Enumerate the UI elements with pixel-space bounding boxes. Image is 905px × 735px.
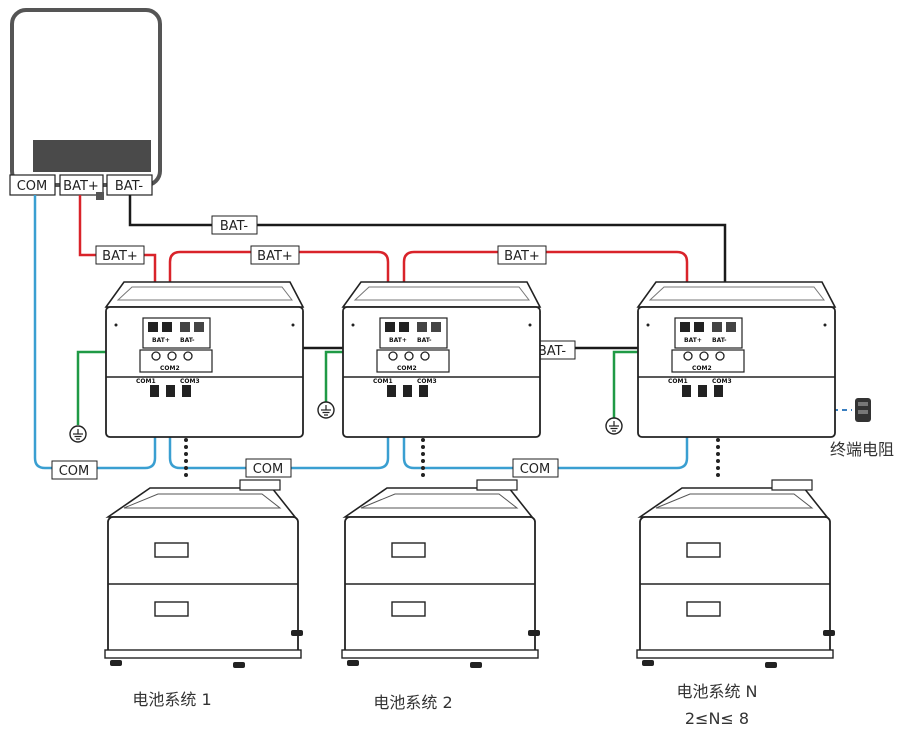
com2-port-label: COM2 [692, 365, 712, 372]
ground-icon [69, 425, 87, 443]
com-rj45-connector [150, 385, 159, 397]
com3-port-label: COM3 [417, 378, 437, 385]
com1-port-label: COM1 [373, 378, 393, 385]
bat-neg-wire-main [128, 195, 727, 330]
com-rj45-connector [714, 385, 723, 397]
terminator-resistor: 终端电阻 [830, 398, 894, 459]
com-round-connector [388, 351, 398, 361]
bat-pos-label-inverter: BAT+ [102, 249, 138, 264]
com3-port-label: COM3 [712, 378, 732, 385]
bat-neg-port-label: BAT- [180, 337, 195, 344]
battery-foot [110, 660, 122, 666]
com-round-connector [151, 351, 161, 361]
battery-foot [823, 630, 835, 636]
com2-port-label: COM2 [397, 365, 417, 372]
battery-handle [154, 542, 189, 558]
bat-pos-port-label: BAT+ [389, 337, 407, 344]
com-round-connector [683, 351, 693, 361]
dc-connector [726, 322, 736, 332]
inverter-com-port [9, 174, 56, 196]
bat-pos-port-label: BAT+ [684, 337, 702, 344]
com-rj45-connector [419, 385, 428, 397]
com-round-connector [699, 351, 709, 361]
dc-connector [680, 322, 690, 332]
com-round-connector [404, 351, 414, 361]
battery-foot [642, 660, 654, 666]
battery-module-stack [344, 516, 536, 658]
com-label-1-2: COM [253, 462, 284, 477]
system-1-caption: 电池系统 1 [132, 690, 211, 709]
battery-module-stack [107, 516, 299, 658]
terminator-label: 终端电阻 [830, 440, 894, 459]
dc-connector [417, 322, 427, 332]
com1-port-label: COM1 [136, 378, 156, 385]
dc-connector [431, 322, 441, 332]
inverter: COM BAT+ BAT- [9, 8, 162, 200]
com-rj45-connector [682, 385, 691, 397]
com-rj45-connector [403, 385, 412, 397]
bat-pos-label-1-2: BAT+ [257, 249, 293, 264]
battery-foot [233, 662, 245, 668]
dc-connector [162, 322, 172, 332]
com-rj45-connector [387, 385, 396, 397]
captions: 电池系统 1 电池系统 2 电池系统 N 2≤N≤ 8 [132, 682, 757, 728]
dc-connector [180, 322, 190, 332]
com-rj45-connector [166, 385, 175, 397]
bat-pos-label-2-n: BAT+ [504, 249, 540, 264]
dc-connector [385, 322, 395, 332]
bat-neg-port-label: BAT- [712, 337, 727, 344]
dc-connector [148, 322, 158, 332]
com-rj45-connector [698, 385, 707, 397]
battery-handle [154, 601, 189, 617]
ground-icon [317, 401, 335, 419]
com-label-inverter: COM [59, 464, 90, 479]
dc-connector [399, 322, 409, 332]
battery-handle [391, 542, 426, 558]
com-rj45-connector [182, 385, 191, 397]
com1-port-label: COM1 [668, 378, 688, 385]
inverter-bat-pos-port [59, 174, 104, 196]
inverter-com-label: COM [17, 179, 48, 194]
com-round-connector [183, 351, 193, 361]
com-round-connector [420, 351, 430, 361]
system-n-range: 2≤N≤ 8 [685, 709, 749, 728]
battery-handle [686, 542, 721, 558]
com-round-connector [715, 351, 725, 361]
com3-port-label: COM3 [180, 378, 200, 385]
battery-foot [470, 662, 482, 668]
system-n-caption: 电池系统 N [676, 682, 757, 701]
battery-foot [528, 630, 540, 636]
battery-foot [765, 662, 777, 668]
battery-foot [291, 630, 303, 636]
inverter-bat-neg-label: BAT- [115, 179, 144, 194]
bat-neg-label-2-n: BAT- [538, 344, 567, 359]
com-label-2-n: COM [520, 462, 551, 477]
dc-connector [194, 322, 204, 332]
battery-module-stack [639, 516, 831, 658]
bat-neg-label-top: BAT- [220, 219, 249, 234]
system-2-caption: 电池系统 2 [373, 693, 452, 712]
dc-connector [712, 322, 722, 332]
bat-pos-port-label: BAT+ [152, 337, 170, 344]
bat-neg-port-label: BAT- [417, 337, 432, 344]
com-round-connector [167, 351, 177, 361]
battery-handle [391, 601, 426, 617]
com2-port-label: COM2 [160, 365, 180, 372]
battery-foot [347, 660, 359, 666]
battery-handle [686, 601, 721, 617]
ground-icon [605, 417, 623, 435]
dc-connector [694, 322, 704, 332]
inverter-bat-pos-label: BAT+ [63, 179, 99, 194]
